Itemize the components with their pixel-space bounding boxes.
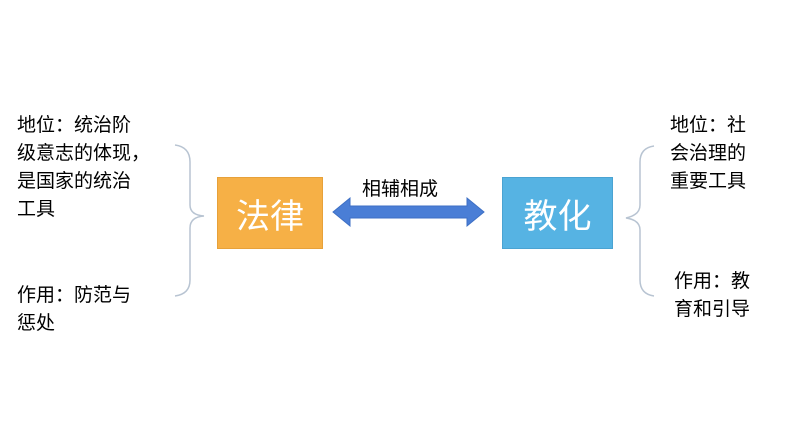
law-label: 法律 [236,196,304,237]
education-function-text: 作用：教 育和引导 [674,270,751,320]
education-position-text: 地位：社 会治理的 重要工具 [670,114,747,192]
right-bracket [625,145,655,297]
law-position-text: 地位：统治阶 级意志的体现， 是国家的统治 工具 [17,114,151,220]
education-label: 教化 [523,196,592,237]
left-bracket [174,144,205,297]
double-arrow [332,196,485,228]
law-function-text: 作用：防范与 惩处 [17,284,132,334]
law-box: 法律 [217,177,323,249]
arrow-label: 相辅相成 [362,178,439,200]
education-box: 教化 [502,177,613,249]
